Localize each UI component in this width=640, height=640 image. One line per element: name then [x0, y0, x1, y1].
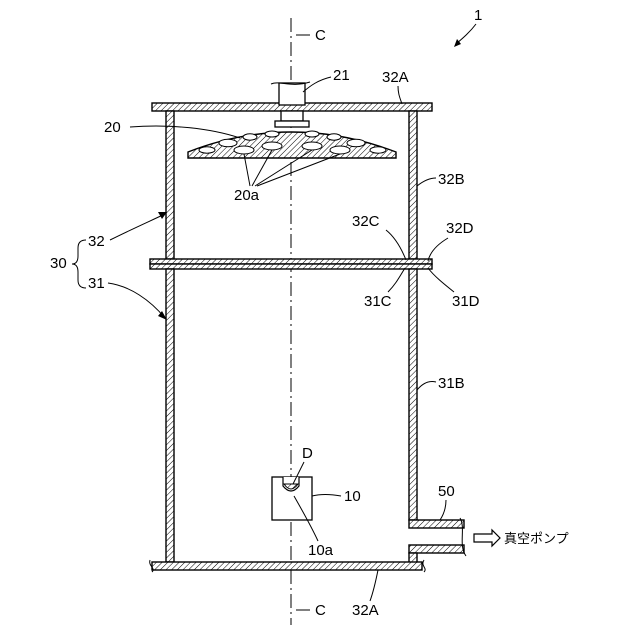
port-upper-wall	[409, 520, 464, 528]
leader-upper-flange-c	[386, 230, 406, 260]
label-droplet: D	[302, 445, 313, 462]
label-assembly: 30	[50, 255, 67, 272]
label-lower-flange-d: 31D	[452, 293, 480, 310]
leader-bottom-flange	[370, 570, 378, 601]
label-upper-section: 32	[88, 233, 105, 250]
lower-left-wall	[166, 269, 174, 562]
leader-dome	[130, 126, 240, 138]
leader-upper-section	[110, 214, 165, 240]
mid-flange-upper	[150, 259, 432, 264]
shaft-lower	[281, 111, 303, 121]
leader-lower-section	[108, 283, 165, 318]
leader-top-flange	[398, 86, 402, 104]
assembly-brace	[72, 240, 86, 288]
label-upper-wall-right: 32B	[438, 171, 465, 188]
label-lower-flange-c: 31C	[364, 293, 392, 310]
leader-dome-holes-1	[244, 154, 250, 186]
leader-lower-wall-right	[417, 381, 436, 390]
mid-flange-lower	[150, 264, 432, 269]
leader-port	[440, 500, 446, 520]
label-dome-holes: 20a	[234, 187, 260, 204]
label-holder-cavity: 10a	[308, 542, 334, 559]
label-port: 50	[438, 483, 455, 500]
axis-label-bottom: C	[315, 602, 326, 619]
leader-shaft	[303, 77, 331, 92]
leader-upper-flange-d	[428, 238, 448, 261]
bottom-flange	[152, 562, 422, 570]
axis-label-top: C	[315, 27, 326, 44]
bottom-flange-break-right	[423, 560, 425, 572]
label-lower-section: 31	[88, 275, 105, 292]
label-holder: 10	[344, 488, 361, 505]
pump-label: 真空ポンプ	[504, 532, 569, 547]
dome	[188, 132, 396, 158]
shaft	[279, 83, 305, 105]
label-lower-wall-right: 31B	[438, 375, 465, 392]
port-lower-wall	[409, 545, 464, 553]
figure-number: 1	[474, 7, 482, 24]
figure-number-leader	[456, 24, 476, 44]
label-top-flange: 32A	[382, 69, 409, 86]
label-upper-flange-d: 32D	[446, 220, 474, 237]
label-dome: 20	[104, 119, 121, 136]
label-upper-flange-c: 32C	[352, 213, 380, 230]
pump-arrow	[474, 530, 500, 546]
label-shaft: 21	[333, 67, 350, 84]
leader-upper-wall-right	[417, 178, 436, 186]
lower-right-wall	[409, 269, 417, 520]
upper-left-wall	[166, 111, 174, 259]
leader-lower-flange-c	[388, 268, 405, 292]
upper-right-wall	[409, 111, 417, 259]
leader-holder	[312, 495, 341, 497]
label-bottom-flange: 32A	[352, 602, 379, 619]
leader-lower-flange-d	[428, 268, 454, 292]
shaft-collar	[275, 121, 309, 127]
